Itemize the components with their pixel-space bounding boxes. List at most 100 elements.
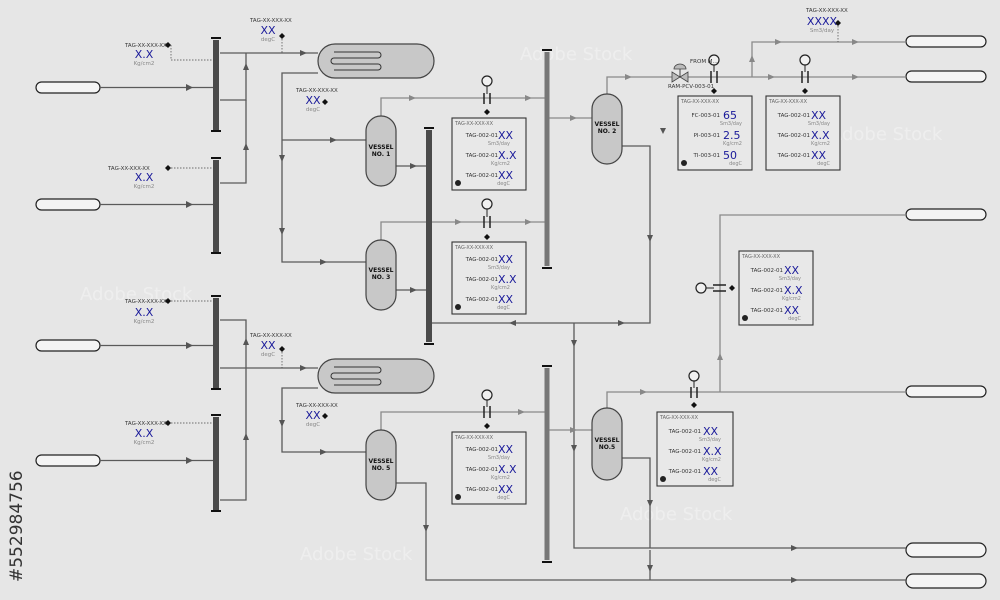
- svg-text:TAG-XX-XXX-XX: TAG-XX-XXX-XX: [680, 99, 720, 105]
- svg-text:Kg/cm2: Kg/cm2: [491, 475, 510, 481]
- svg-text:TAG-002-01: TAG-002-01: [668, 469, 701, 475]
- svg-text:NO. 5: NO. 5: [372, 465, 391, 472]
- svg-text:TAG-XX-XXX-XX: TAG-XX-XXX-XX: [768, 99, 808, 105]
- readout: TAG-XX-XXX-XX XX degC: [295, 88, 338, 113]
- svg-text:TAG-002-01: TAG-002-01: [750, 288, 783, 294]
- watermark-text: Adobe Stock: [80, 284, 193, 305]
- flow-meter-icon: [481, 389, 493, 429]
- svg-text:degC: degC: [261, 37, 275, 43]
- pipe-terminator: [905, 385, 987, 398]
- svg-text:degC: degC: [306, 422, 320, 428]
- svg-text:XX: XX: [703, 425, 719, 438]
- svg-text:TAG-002-01: TAG-002-01: [777, 133, 810, 139]
- flow-meter-icon: [481, 198, 493, 240]
- svg-text:XX: XX: [305, 409, 321, 422]
- svg-text:65: 65: [723, 109, 737, 122]
- svg-text:degC: degC: [306, 107, 320, 113]
- menu-icon[interactable]: [742, 315, 748, 321]
- svg-text:TAG-002-01: TAG-002-01: [750, 308, 783, 314]
- watermark-text: Adobe Stock: [830, 124, 943, 145]
- svg-text:50: 50: [723, 149, 737, 162]
- svg-text:Sm3/day: Sm3/day: [779, 276, 801, 282]
- readout: TAG-XX-XXX-XX XXXX Sm3/day: [805, 8, 848, 42]
- svg-text:degC: degC: [729, 161, 742, 167]
- svg-text:TAG-XX-XXX-XX: TAG-XX-XXX-XX: [659, 415, 699, 421]
- svg-text:Sm3/day: Sm3/day: [488, 141, 510, 147]
- svg-text:TAG-002-01: TAG-002-01: [465, 297, 498, 303]
- vessel-5: VESSEL NO. 5: [365, 429, 397, 501]
- svg-text:Kg/cm2: Kg/cm2: [134, 61, 155, 67]
- svg-text:Kg/cm2: Kg/cm2: [782, 296, 801, 302]
- svg-text:XX: XX: [498, 169, 514, 182]
- svg-text:TAG-XX-XXX-XX: TAG-XX-XXX-XX: [249, 18, 292, 24]
- svg-text:TAG-XX-XXX-XX: TAG-XX-XXX-XX: [124, 43, 167, 49]
- svg-text:TAG-002-01: TAG-002-01: [668, 449, 701, 455]
- svg-text:Sm3/day: Sm3/day: [699, 437, 721, 443]
- pipe-terminator: [905, 208, 987, 221]
- menu-icon[interactable]: [455, 494, 461, 500]
- vessel-5-right: VESSEL NO.5: [591, 407, 623, 481]
- menu-icon[interactable]: [455, 304, 461, 310]
- menu-icon[interactable]: [660, 476, 666, 482]
- svg-text:XX: XX: [703, 465, 719, 478]
- pipe-terminator: [905, 35, 987, 48]
- pipe-terminator: [35, 198, 101, 211]
- heater-lower: [317, 358, 435, 394]
- svg-text:XX: XX: [784, 264, 800, 277]
- svg-text:TAG-XX-XXX-XX: TAG-XX-XXX-XX: [741, 254, 781, 260]
- flow-meter-icon: [695, 282, 735, 294]
- svg-text:TAG-XX-XXX-XX: TAG-XX-XXX-XX: [454, 245, 494, 251]
- heating-coil-icon: [330, 366, 382, 386]
- svg-text:FC-003-01: FC-003-01: [692, 113, 720, 119]
- svg-text:TAG-002-01: TAG-002-01: [465, 277, 498, 283]
- readout: TAG-XX-XXX-XX XX degC: [295, 403, 338, 428]
- svg-text:X.X: X.X: [135, 306, 154, 319]
- pipe-terminator: [905, 70, 987, 83]
- svg-text:TI-003-01: TI-003-01: [693, 153, 720, 159]
- pipe-network: [100, 39, 906, 583]
- svg-text:XX: XX: [305, 94, 321, 107]
- svg-text:X.X: X.X: [135, 427, 154, 440]
- svg-text:TAG-002-01: TAG-002-01: [465, 447, 498, 453]
- svg-text:XX: XX: [498, 253, 514, 266]
- svg-text:X.X: X.X: [135, 171, 154, 184]
- svg-text:NO.5: NO.5: [599, 444, 615, 451]
- menu-icon[interactable]: [681, 160, 687, 166]
- svg-text:VESSEL: VESSEL: [368, 267, 393, 274]
- flow-meter-icon: [481, 75, 493, 115]
- menu-icon[interactable]: [455, 180, 461, 186]
- actuator-icon: [673, 63, 687, 70]
- svg-text:NO. 3: NO. 3: [372, 274, 391, 281]
- pipe-terminator: [905, 573, 987, 589]
- svg-text:PI-003-01: PI-003-01: [694, 133, 720, 139]
- svg-text:Kg/cm2: Kg/cm2: [134, 184, 155, 190]
- svg-text:XX: XX: [811, 109, 827, 122]
- readout: TAG-XX-XXX-XX X.X Kg/cm2: [124, 298, 216, 325]
- control-valve: FROM M... RAM-PCV-003-01: [668, 59, 718, 90]
- pipe-terminator: [905, 542, 987, 558]
- watermark-id: #552984756: [7, 470, 27, 582]
- svg-text:degC: degC: [497, 181, 510, 187]
- valve-tag: RAM-PCV-003-01: [668, 84, 714, 90]
- flow-meter-icon: [708, 54, 720, 94]
- vessel-1: VESSEL NO. 1: [365, 115, 397, 187]
- svg-text:Sm3/day: Sm3/day: [488, 455, 510, 461]
- headers: [211, 37, 552, 563]
- svg-text:TAG-XX-XXX-XX: TAG-XX-XXX-XX: [249, 333, 292, 339]
- svg-text:Sm3/day: Sm3/day: [808, 121, 830, 127]
- svg-text:TAG-002-01: TAG-002-01: [465, 487, 498, 493]
- svg-text:XX: XX: [260, 339, 276, 352]
- svg-text:TAG-002-01: TAG-002-01: [777, 153, 810, 159]
- svg-text:XX: XX: [811, 149, 827, 162]
- pipe-terminator: [35, 81, 101, 94]
- svg-text:degC: degC: [497, 305, 510, 311]
- heating-coil-icon: [330, 51, 382, 71]
- svg-text:XX: XX: [498, 293, 514, 306]
- svg-text:degC: degC: [708, 477, 721, 483]
- svg-text:X.X: X.X: [703, 445, 722, 458]
